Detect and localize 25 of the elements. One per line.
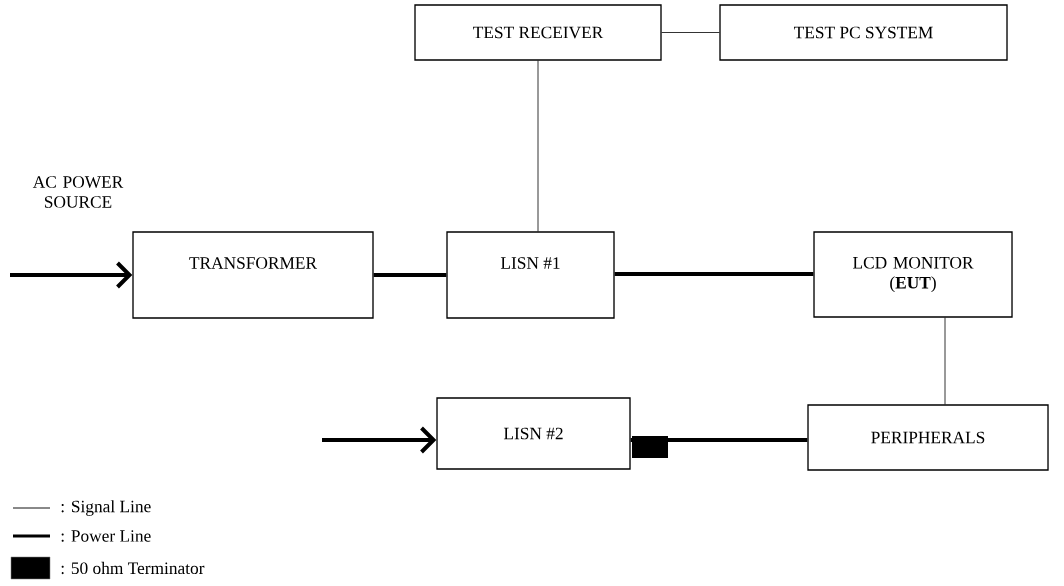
connector-line [614,272,814,276]
block-box [414,4,662,61]
connector-line [373,273,447,277]
connector-line [537,60,539,232]
block-box [807,404,1049,471]
legend-text: : 50 ohm Terminator [61,561,205,575]
block-box [719,4,1008,61]
connector-line [944,317,946,405]
block-label: TEST PC SYSTEM [794,26,933,39]
legend-text: : Signal Line [61,500,151,516]
block-label: TRANSFORMER [189,257,317,269]
source-label: AC POWER SOURCE [32,176,124,208]
block-box [813,231,1013,318]
block-label: LISN #1 [500,257,560,269]
connector-line [10,261,133,289]
connector-line [661,32,720,33]
legend-text: : Power Line [61,530,151,542]
block-box [132,231,374,319]
block-box [436,397,631,470]
connector-line [322,426,437,454]
block-label: LCD MONITOR (EUT) [853,256,974,293]
block-label: LISN #2 [503,427,563,440]
block-box [446,231,615,319]
block-label: PERIPHERALS [871,431,985,444]
block-label: TEST RECEIVER [473,26,604,39]
